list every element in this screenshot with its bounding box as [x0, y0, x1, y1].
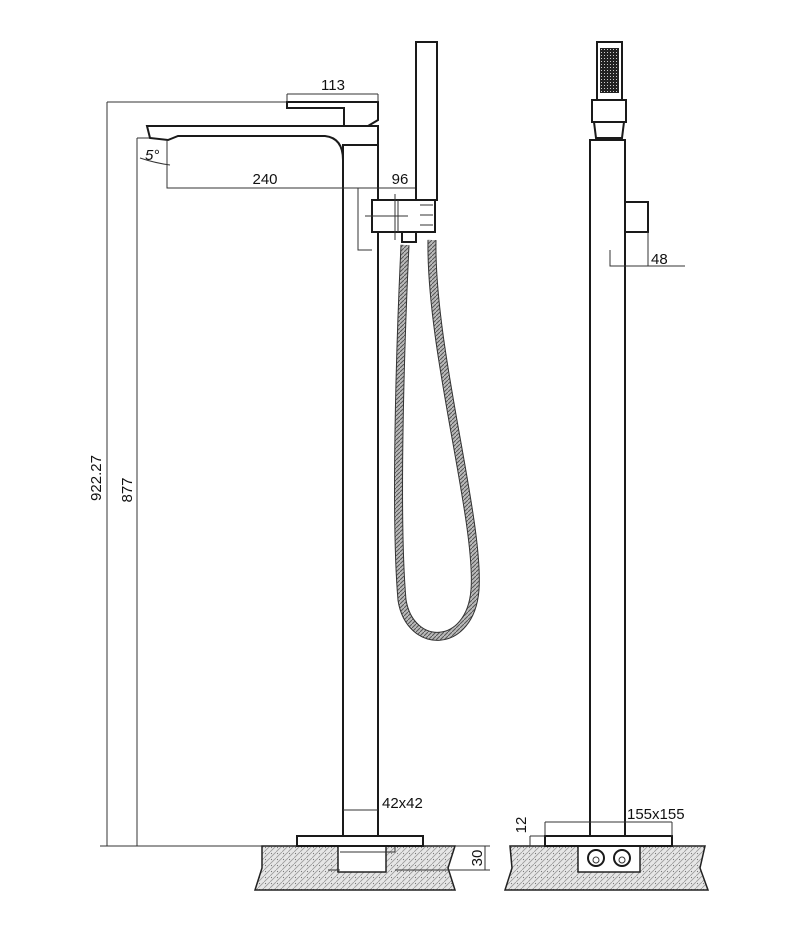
base-plate-dimension: 155x155	[544, 806, 685, 836]
plate-thickness-dimension: 12	[513, 817, 545, 846]
base-plate	[296, 835, 424, 847]
mounting-recess	[337, 845, 387, 873]
plate-thickness-label: 12	[513, 817, 530, 834]
handle-length-dimension: 113	[286, 77, 379, 102]
column-section-label: 42x42	[382, 795, 423, 812]
spout	[145, 125, 379, 161]
hose-nut	[401, 231, 417, 243]
front-view: 922.27 877 113 5° 240 96	[88, 41, 490, 891]
recess-depth-dimension: 30	[395, 845, 490, 871]
base-plate-label: 155x155	[627, 806, 685, 823]
lever-handle	[286, 101, 379, 127]
spout-angle-dimension: 5°	[139, 140, 171, 166]
inlet-left	[587, 849, 605, 867]
inlet-right	[613, 849, 631, 867]
hand-shower	[415, 41, 438, 201]
total-height-label: 922.27	[88, 455, 105, 501]
side-base-plate	[544, 835, 673, 847]
side-offset-label: 48	[651, 251, 668, 268]
total-height-dimension: 922.27	[88, 101, 300, 847]
spray-face	[600, 48, 619, 93]
spout-height-label: 877	[119, 477, 136, 502]
handle-length-label: 113	[321, 77, 345, 94]
side-column	[589, 139, 626, 837]
side-view: 48 155x155 12	[503, 41, 710, 891]
spout-angle-label: 5°	[145, 147, 159, 164]
spout-reach-label: 240	[252, 171, 277, 188]
side-offset-dimension: 48	[609, 232, 685, 268]
side-diverter	[624, 201, 649, 233]
diverter-offset-label: 96	[392, 171, 409, 188]
column	[342, 139, 379, 837]
shower-holder	[591, 99, 627, 123]
spout-height-dimension: 877	[119, 137, 160, 846]
spout-reach-dimension: 240 96	[166, 165, 426, 251]
recess-depth-label: 30	[469, 850, 486, 867]
